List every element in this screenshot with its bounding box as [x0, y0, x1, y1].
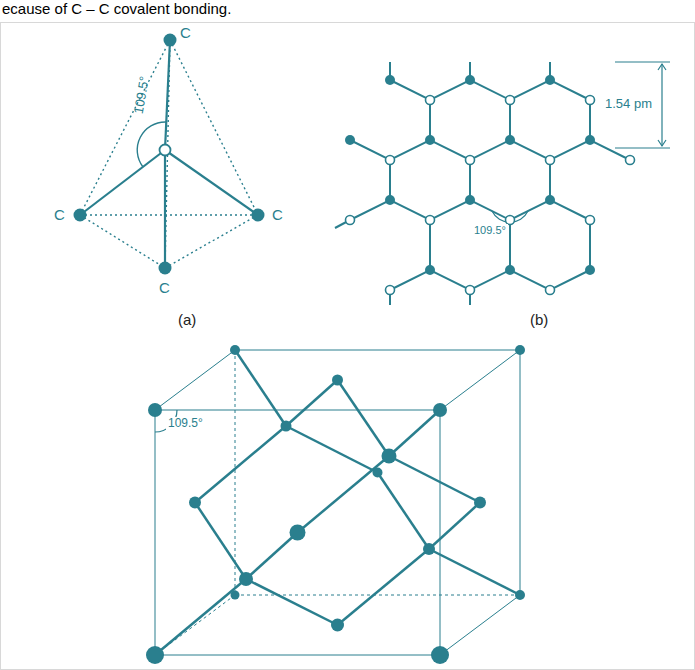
- atom-label: C: [159, 280, 170, 297]
- bond-angle: 109.5°: [472, 224, 508, 236]
- panel-label: (a): [178, 312, 196, 329]
- image-frame: [1, 23, 695, 670]
- dimension-label: 1.54 pm: [603, 97, 654, 111]
- bond-angle: 109.5°: [132, 75, 153, 115]
- bond-angle: 109.5°: [166, 417, 205, 430]
- atom-label: C: [54, 207, 65, 224]
- tetrahedron-figure: [74, 34, 265, 275]
- heading-fragment: ecause of C – C covalent bonding.: [2, 1, 231, 18]
- atom-label: C: [180, 25, 191, 42]
- panel-label: (b): [530, 312, 548, 329]
- diamond-network-figure: [335, 62, 670, 305]
- atom-label: C: [272, 207, 283, 224]
- unit-cell-figure: [146, 345, 525, 664]
